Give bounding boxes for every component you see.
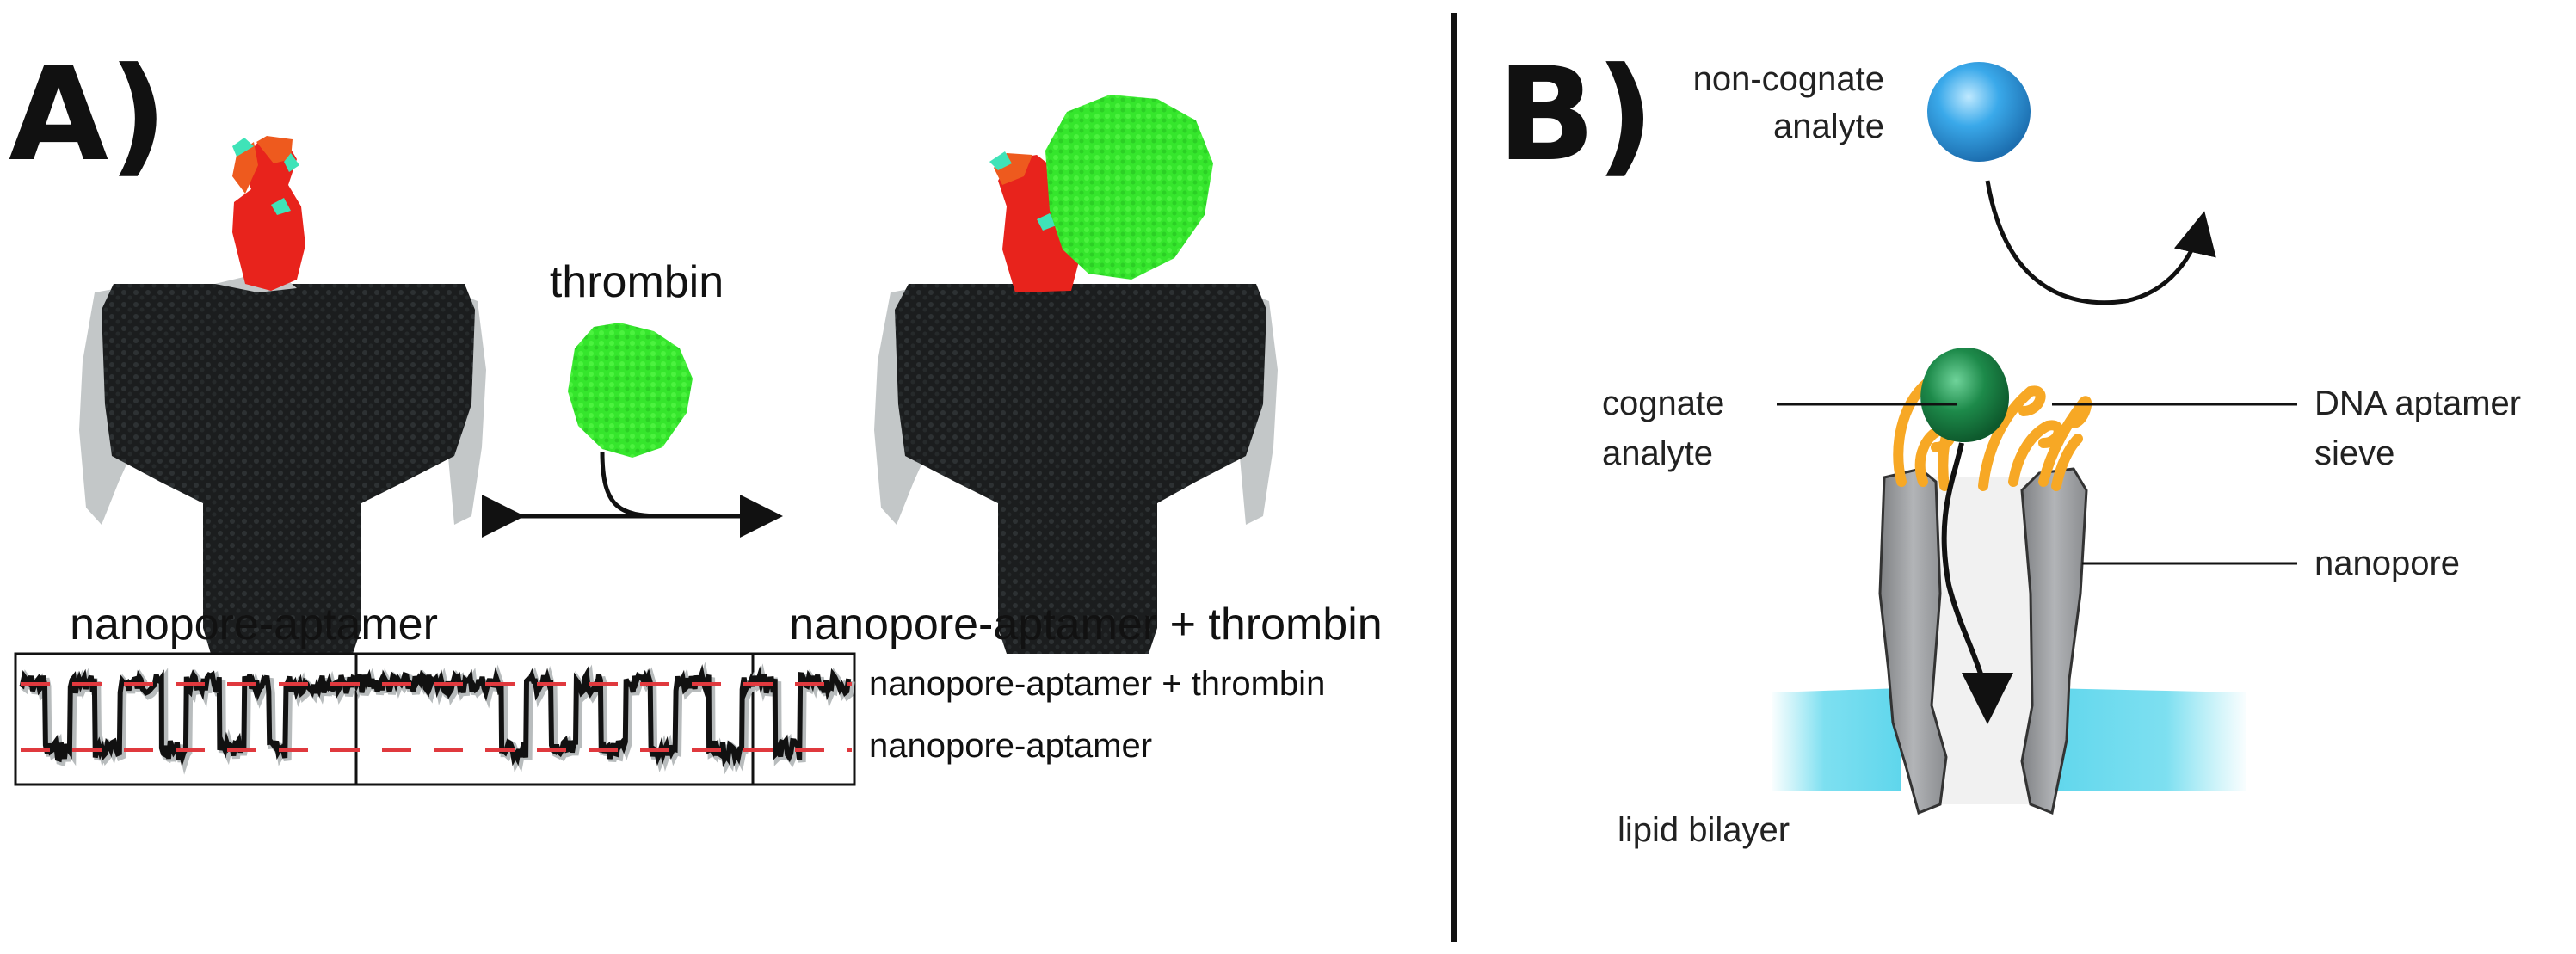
lipid-bilayer-label: lipid bilayer	[1618, 811, 1790, 849]
nanopore-aptamer-complex-right: nanopore-aptamer + thrombin	[789, 95, 1383, 654]
bound-thrombin-molecule	[1045, 95, 1213, 280]
panel-b: B) non-cognate analyte	[1497, 40, 2521, 849]
thrombin-label: thrombin	[550, 257, 724, 307]
nanopore-wall-right	[2020, 467, 2088, 816]
nanopore-label: nanopore	[2314, 545, 2460, 582]
nanopore-aptamer-thrombin-label: nanopore-aptamer + thrombin	[789, 600, 1382, 649]
aptamer-sieve-label-line1: DNA aptamer	[2314, 385, 2521, 422]
aptamer-structure-left	[232, 136, 305, 291]
current-trace: nanopore-aptamer + thrombin nanopore-apt…	[14, 652, 1325, 786]
translocation-arrow	[1941, 442, 2013, 724]
panel-b-label: B)	[1497, 40, 1655, 190]
aptamer-sieve-label-line2: sieve	[2314, 434, 2394, 472]
lipid-bilayer	[1772, 688, 2246, 791]
cognate-label-line1: cognate	[1602, 385, 1724, 422]
trace-lower-label: nanopore-aptamer	[869, 727, 1152, 765]
thrombin-molecule	[568, 323, 693, 458]
nanopore-aptamer-complex-left: nanopore-aptamer	[70, 136, 486, 654]
non-cognate-analyte	[1927, 62, 2031, 162]
nanopore-b	[1878, 467, 2088, 816]
cognate-label-line2: analyte	[1602, 434, 1713, 472]
trace-upper-label: nanopore-aptamer + thrombin	[869, 665, 1325, 703]
non-cognate-analyte-group: non-cognate analyte	[1693, 60, 2216, 305]
non-cognate-label-line2: analyte	[1773, 108, 1884, 145]
thrombin-binding-equilibrium: thrombin	[482, 257, 783, 538]
nanopore-wall-left	[1878, 467, 1948, 816]
cognate-analyte	[1920, 347, 2009, 443]
nanopore-structure-right	[874, 284, 1278, 654]
rejection-arrow	[1985, 180, 2216, 305]
non-cognate-label-line1: non-cognate	[1693, 60, 1884, 98]
panel-a-label: A)	[9, 40, 168, 190]
thrombin-binding-curve	[600, 451, 688, 519]
nanopore-aptamer-label: nanopore-aptamer	[70, 600, 438, 649]
panel-a: A) nanopore-aptamer thrombin	[9, 40, 1383, 786]
nanopore-structure-left	[79, 274, 486, 654]
